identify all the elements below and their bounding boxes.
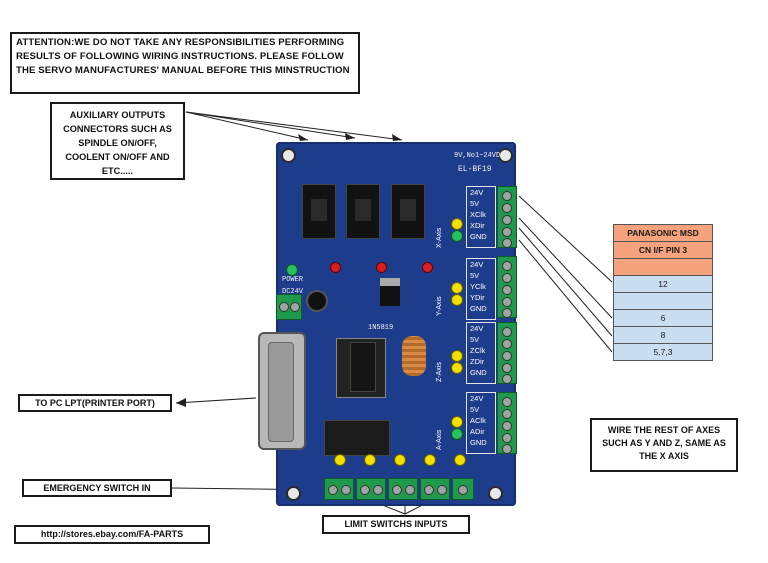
power-led xyxy=(286,264,298,276)
limit-terminal xyxy=(388,478,418,500)
limit-led xyxy=(424,454,436,466)
limit-led xyxy=(334,454,346,466)
x-axis-label: X-Axis xyxy=(436,227,443,248)
a-pin-5v: 5V xyxy=(470,405,480,414)
x-green-led xyxy=(451,230,463,242)
x-axis-block: 24V 5V XClk XDir GND xyxy=(466,186,496,248)
pin-table-row: 5,7,3 xyxy=(613,343,713,361)
dc-label: DC24V xyxy=(282,288,304,296)
emergency-note: EMERGENCY SWITCH IN xyxy=(22,479,172,497)
limit-terminal xyxy=(452,478,474,500)
z-pin-5v: 5V xyxy=(470,335,480,344)
a-pin-gnd: GND xyxy=(470,438,487,447)
a-green-led xyxy=(451,428,463,440)
power-terminal xyxy=(276,294,302,320)
ic-chip xyxy=(350,342,376,392)
y-pin-5v: 5V xyxy=(470,271,480,280)
pin-table-row xyxy=(613,292,713,310)
x-pin-dir: XDir xyxy=(470,221,485,230)
voltage-label: 9V,No1~24VDC xyxy=(454,152,505,160)
limit-led xyxy=(454,454,466,466)
a-yellow-led xyxy=(451,416,463,428)
z-axis-block: 24V 5V ZClk ZDir GND xyxy=(466,322,496,384)
y-axis-block: 24V 5V YClk YDir GND xyxy=(466,258,496,320)
x-yellow-led xyxy=(451,218,463,230)
aux-line-3 xyxy=(185,111,403,141)
pin-line-2 xyxy=(518,217,613,319)
mount-hole xyxy=(286,486,301,501)
rest-axes-note: WIRE THE REST OF AXES SUCH AS Y AND Z, S… xyxy=(590,418,738,472)
red-led xyxy=(330,262,341,273)
model-label: EL-BF19 xyxy=(458,165,492,174)
y-pin-24v: 24V xyxy=(470,260,484,269)
y-yellow-led xyxy=(451,294,463,306)
y-yellow-led xyxy=(451,282,463,294)
mount-hole xyxy=(281,148,296,163)
relay-1 xyxy=(302,184,336,239)
z-yellow-led xyxy=(451,362,463,374)
controller-board: 9V,No1~24VDC EL-BF19 POWER DC24V 1N5819 … xyxy=(276,142,516,506)
ic-chip-2 xyxy=(324,420,390,456)
a-axis-label: A-Axis xyxy=(436,429,443,450)
pin-table-header-2: CN I/F PIN 3 xyxy=(613,241,713,259)
z-pin-clk: ZClk xyxy=(470,346,486,355)
pc-lpt-note: TO PC LPT(PRINTER PORT) xyxy=(18,394,172,412)
z-pin-dir: ZDir xyxy=(470,357,485,366)
a-axis-block: 24V 5V AClk ADir GND xyxy=(466,392,496,454)
db25-connector xyxy=(258,332,306,450)
aux-line-2 xyxy=(185,111,356,139)
auxiliary-note: AUXILIARY OUTPUTS CONNECTORS SUCH AS SPI… xyxy=(50,102,185,180)
z-axis-terminal xyxy=(497,322,517,384)
voltage-regulator xyxy=(380,278,400,306)
mount-hole xyxy=(498,148,513,163)
x-pin-5v: 5V xyxy=(470,199,480,208)
pin-line-1 xyxy=(518,195,613,283)
pin-table-spacer xyxy=(613,258,713,276)
pin-table-header-1: PANASONIC MSD xyxy=(613,224,713,242)
inductor xyxy=(402,336,426,376)
y-axis-terminal xyxy=(497,256,517,318)
red-led xyxy=(422,262,433,273)
a-pin-24v: 24V xyxy=(470,394,484,403)
pin-table-row: 6 xyxy=(613,309,713,327)
relay-2 xyxy=(346,184,380,239)
pin-line-4 xyxy=(518,239,613,353)
x-axis-terminal xyxy=(497,186,517,248)
pin-line-3 xyxy=(518,227,613,337)
pin-table: PANASONIC MSD CN I/F PIN 3 12 6 8 5,7,3 xyxy=(613,224,713,361)
y-pin-gnd: GND xyxy=(470,304,487,313)
limit-note: LIMIT SWITCHS INPUTS xyxy=(322,515,470,534)
attention-note: ATTENTION:WE DO NOT TAKE ANY RESPONSIBIL… xyxy=(10,32,360,94)
y-pin-dir: YDir xyxy=(470,293,485,302)
a-pin-clk: AClk xyxy=(470,416,486,425)
limit-led xyxy=(394,454,406,466)
a-axis-terminal xyxy=(497,392,517,454)
y-pin-clk: YClk xyxy=(470,282,486,291)
y-axis-label: Y-Axis xyxy=(436,296,443,316)
capacitor xyxy=(306,290,328,312)
pin-table-row: 8 xyxy=(613,326,713,344)
x-pin-24v: 24V xyxy=(470,188,484,197)
pin-table-row: 12 xyxy=(613,275,713,293)
a-pin-dir: ADir xyxy=(470,427,485,436)
diode-label: 1N5819 xyxy=(368,324,394,332)
limit-terminal xyxy=(356,478,386,500)
aux-line-1 xyxy=(185,111,309,141)
relay-3 xyxy=(391,184,425,239)
store-url: http://stores.ebay.com/FA-PARTS xyxy=(14,525,210,544)
z-pin-24v: 24V xyxy=(470,324,484,333)
limit-led xyxy=(364,454,376,466)
z-axis-label: Z-Axis xyxy=(436,362,443,382)
z-yellow-led xyxy=(451,350,463,362)
emergency-terminal xyxy=(324,478,354,500)
limit-terminal xyxy=(420,478,450,500)
red-led xyxy=(376,262,387,273)
z-pin-gnd: GND xyxy=(470,368,487,377)
x-pin-clk: XClk xyxy=(470,210,486,219)
lpt-line xyxy=(175,397,257,404)
mount-hole xyxy=(488,486,503,501)
x-pin-gnd: GND xyxy=(470,232,487,241)
power-label: POWER xyxy=(282,276,304,284)
